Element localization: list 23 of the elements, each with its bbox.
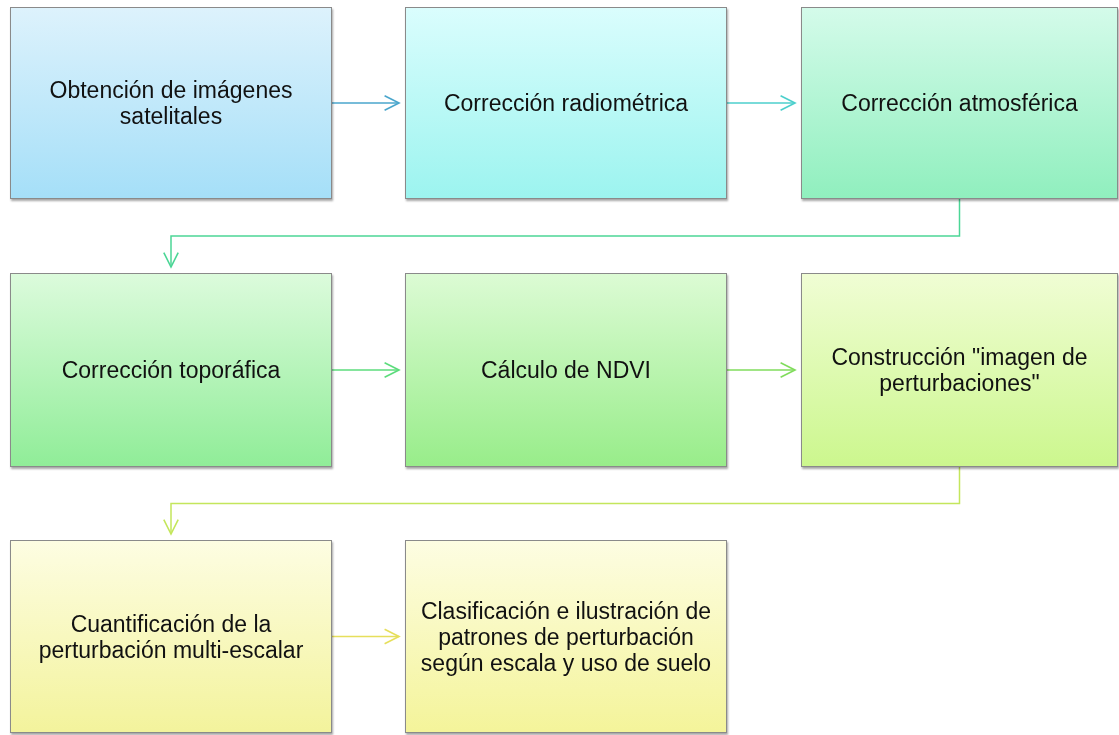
arrow: [163, 198, 961, 268]
arrow: [331, 628, 400, 645]
process-box: [10, 540, 332, 733]
process-box: [801, 7, 1118, 199]
arrow: [726, 95, 796, 111]
arrow: [726, 362, 796, 378]
step-label: Cuantificación de la perturbación multi-escalar: [37, 610, 305, 663]
arrow: [331, 95, 400, 111]
step-label: Obtención de imágenes satelitales: [48, 77, 294, 129]
step-label: Corrección atmosférica: [841, 90, 1078, 116]
process-box: [801, 273, 1118, 467]
step-label: Clasificación e ilustración de patrones de perturbación según escala y uso de suelo: [419, 597, 713, 676]
step-label: Construcción "imagen de perturbaciones": [830, 344, 1089, 396]
process-box: [405, 7, 727, 199]
step-label: Corrección radiométrica: [443, 90, 689, 116]
step-label: Cálculo de NDVI: [481, 357, 651, 383]
process-box: [10, 7, 332, 199]
process-box: [405, 273, 727, 467]
arrow: [331, 362, 400, 378]
process-box: [10, 273, 332, 467]
arrow: [163, 466, 961, 535]
step-label: Corrección toporáfica: [61, 357, 281, 383]
process-box: [405, 540, 727, 733]
